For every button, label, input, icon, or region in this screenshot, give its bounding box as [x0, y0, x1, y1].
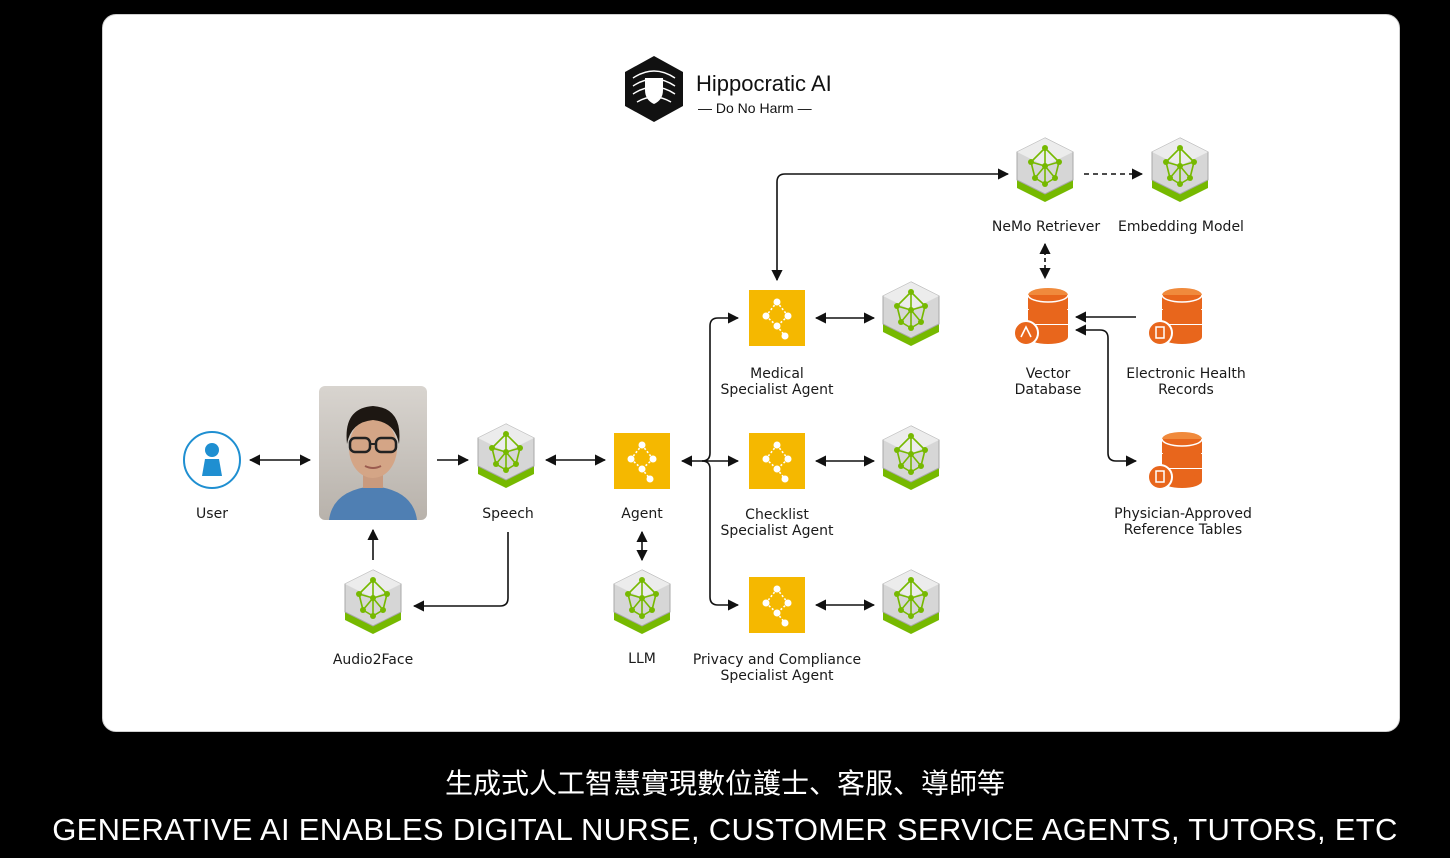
label-ehr: Electronic Health Records: [1126, 366, 1246, 398]
label-privacy-agent: Privacy and Compliance Specialist Agent: [692, 652, 862, 684]
label-agent: Agent: [621, 506, 663, 522]
nemo-retriever-nim-icon: [1016, 137, 1074, 203]
label-vector-database: Vector Database: [1014, 366, 1082, 398]
link-router-medical: [701, 312, 740, 462]
llm-nim-icon: [613, 569, 671, 635]
agent-icon: [613, 432, 671, 490]
medical-nim-icon: [882, 281, 940, 347]
reference-tables-database-icon: [1147, 431, 1203, 490]
link-medical-retriever: [771, 168, 1010, 282]
link-speech-audio2face: [412, 532, 509, 612]
ehr-database-icon: [1147, 287, 1203, 346]
label-nemo-retriever: NeMo Retriever: [991, 219, 1101, 235]
digital-human-avatar: [319, 386, 427, 520]
hippocratic-logo-icon: [625, 56, 683, 122]
label-checklist-agent: Checklist Specialist Agent: [720, 507, 834, 539]
medical-agent-icon: [748, 289, 806, 347]
speech-nim-icon: [477, 423, 535, 489]
label-llm: LLM: [628, 651, 656, 667]
vector-database-icon: [1013, 287, 1069, 346]
audio2face-nim-icon: [344, 569, 402, 635]
checklist-nim-icon: [882, 425, 940, 491]
label-reference-tables: Physician-Approved Reference Tables: [1114, 506, 1252, 538]
embedding-model-nim-icon: [1151, 137, 1209, 203]
label-embedding-model: Embedding Model: [1118, 219, 1244, 235]
privacy-agent-icon: [748, 576, 806, 634]
link-router-privacy: [701, 460, 740, 611]
privacy-nim-icon: [882, 569, 940, 635]
checklist-agent-icon: [748, 432, 806, 490]
label-medical-agent: Medical Specialist Agent: [720, 366, 834, 398]
user-icon: [183, 431, 241, 489]
caption-english: GENERATIVE AI ENABLES DIGITAL NURSE, CUS…: [52, 812, 1398, 847]
link-reftables-vectordb: [1074, 324, 1138, 467]
label-audio2face: Audio2Face: [332, 652, 414, 668]
caption-chinese: 生成式人工智慧實現數位護士、客服、導師等: [444, 767, 1005, 800]
brand-tagline: — Do No Harm —: [698, 100, 812, 116]
label-speech: Speech: [482, 506, 534, 522]
brand-name: Hippocratic AI: [696, 71, 832, 96]
label-user: User: [196, 506, 228, 522]
